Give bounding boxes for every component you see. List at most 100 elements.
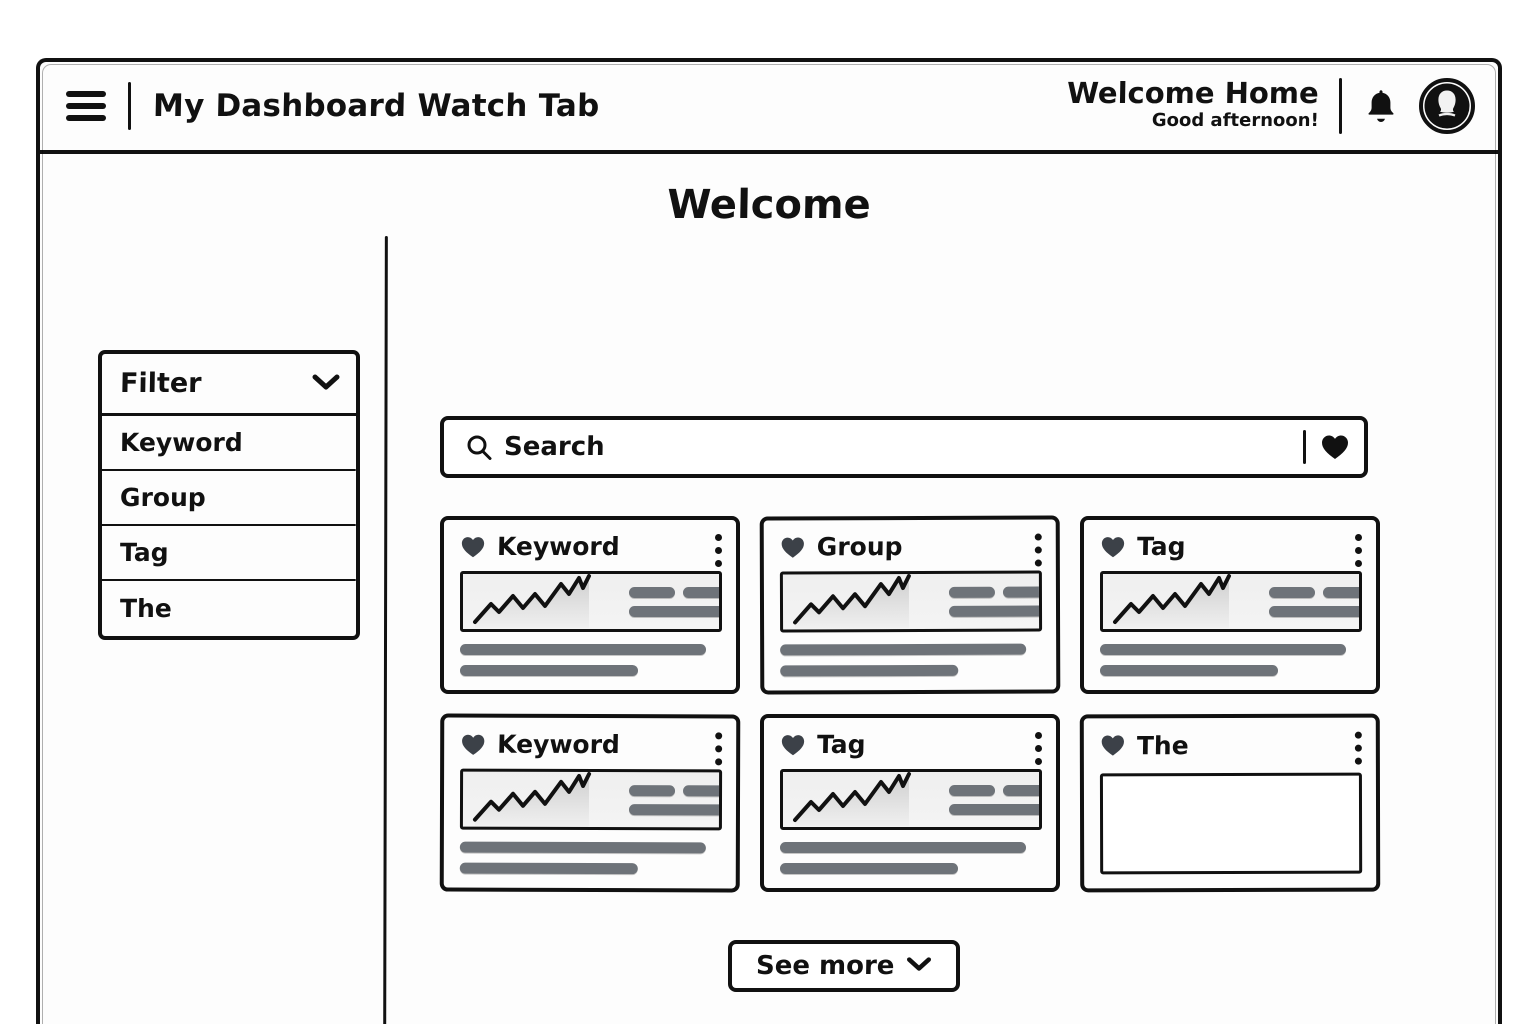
card-title: Tag: [816, 730, 866, 759]
more-vertical-icon[interactable]: [714, 534, 722, 567]
card-title: Keyword: [496, 729, 621, 760]
placeholder-bar: [1100, 665, 1278, 676]
header-right-group: Welcome Home Good afternoon!: [1067, 76, 1476, 135]
sidebar-item-group[interactable]: Group: [102, 471, 356, 526]
dashboard-card[interactable]: Tag: [760, 714, 1060, 892]
heart-icon[interactable]: [1100, 535, 1126, 559]
placeholder-line-row: [949, 604, 1043, 617]
sidebar-item-the[interactable]: The: [102, 581, 356, 636]
placeholder-bar: [460, 644, 706, 655]
bell-icon[interactable]: [1364, 86, 1398, 126]
column-divider: [383, 235, 388, 1024]
placeholder-bar: [683, 784, 723, 797]
menu-dot: [1354, 547, 1362, 554]
menu-dot: [714, 547, 722, 554]
more-vertical-icon[interactable]: [1034, 533, 1042, 567]
app-window: My Dashboard Watch Tab Welcome Home Good…: [36, 58, 1502, 1024]
menu-dot: [1354, 560, 1362, 567]
filter-header[interactable]: Filter: [102, 354, 356, 416]
heart-icon[interactable]: [460, 732, 486, 756]
sparkline-chart: [472, 771, 592, 826]
placeholder-bar: [780, 664, 959, 677]
search-input[interactable]: Search: [503, 432, 605, 462]
card-media-placeholder-lines: [941, 585, 1043, 617]
placeholder-line-row: [628, 803, 723, 815]
card-title: Keyword: [496, 532, 620, 561]
placeholder-bar: [949, 784, 995, 796]
hamburger-menu-icon[interactable]: [66, 91, 106, 121]
placeholder-line-row: [949, 803, 1039, 815]
search-icon: [466, 434, 492, 460]
placeholder-bar: [780, 643, 1027, 656]
placeholder-bar: [460, 665, 638, 676]
card-header: Tag: [1100, 532, 1362, 561]
card-footer-lines: [460, 644, 722, 676]
placeholder-bar: [1323, 586, 1359, 598]
sidebar-item-label: Group: [119, 483, 206, 512]
sidebar-item-label: Keyword: [119, 428, 243, 457]
header-divider: [128, 82, 131, 130]
placeholder-bar: [949, 604, 1043, 617]
placeholder-line-row: [949, 784, 1039, 796]
placeholder-bar: [780, 863, 958, 874]
more-vertical-icon[interactable]: [714, 732, 722, 766]
card-media: [779, 570, 1043, 633]
card-title: Tag: [1136, 532, 1186, 561]
sidebar-item-keyword[interactable]: Keyword: [102, 416, 356, 471]
dashboard-card[interactable]: Keyword: [439, 713, 741, 893]
placeholder-bar: [780, 842, 1026, 853]
filter-header-label: Filter: [119, 368, 202, 399]
menu-dot: [1354, 744, 1362, 752]
avatar-icon[interactable]: [1418, 77, 1476, 135]
card-header: Keyword: [460, 532, 722, 561]
hamburger-bar: [66, 103, 106, 109]
placeholder-bar: [1003, 784, 1039, 796]
search-bar[interactable]: Search: [440, 416, 1368, 478]
dashboard-card[interactable]: Group: [759, 515, 1061, 695]
sparkline-chart: [793, 772, 911, 826]
menu-dot: [714, 745, 722, 753]
header-left-group: My Dashboard Watch Tab: [66, 82, 600, 130]
page-body: Welcome Filter Keyword Group: [40, 154, 1498, 1024]
card-title: The: [1136, 730, 1189, 761]
app-title: My Dashboard Watch Tab: [152, 88, 600, 124]
card-header: The: [1100, 730, 1362, 761]
see-more-label: See more: [755, 951, 895, 981]
heart-icon[interactable]: [1100, 734, 1126, 758]
sparkline-chart: [473, 574, 591, 628]
header-divider-right: [1339, 78, 1342, 134]
heart-icon[interactable]: [1320, 433, 1350, 461]
see-more-button[interactable]: See more: [728, 940, 960, 992]
sidebar-item-tag[interactable]: Tag: [102, 526, 356, 581]
menu-dot: [714, 560, 722, 567]
more-vertical-icon[interactable]: [1034, 732, 1042, 765]
card-footer-lines: [459, 841, 722, 875]
chevron-down-icon: [312, 373, 340, 395]
card-media-placeholder-lines: [621, 586, 719, 617]
menu-dot: [714, 758, 722, 766]
placeholder-line-row: [1269, 586, 1359, 598]
hamburger-bar: [66, 91, 106, 97]
heart-icon[interactable]: [460, 535, 486, 559]
page-title: Welcome: [666, 182, 872, 228]
search-divider: [1303, 430, 1306, 464]
placeholder-bar: [948, 586, 995, 598]
menu-dot: [1354, 534, 1362, 541]
more-vertical-icon[interactable]: [1354, 731, 1362, 765]
menu-dot: [1034, 732, 1042, 739]
greeting-block: Welcome Home Good afternoon!: [1067, 76, 1339, 133]
hamburger-bar: [66, 115, 106, 121]
heart-icon[interactable]: [780, 535, 806, 559]
heart-icon[interactable]: [780, 733, 806, 757]
card-header: Group: [780, 532, 1042, 562]
dashboard-card[interactable]: Tag: [1080, 516, 1380, 694]
menu-dot: [1034, 533, 1042, 541]
placeholder-line-row: [629, 586, 719, 598]
placeholder-bar: [683, 586, 719, 598]
dashboard-card[interactable]: The: [1079, 713, 1381, 893]
placeholder-bar: [1100, 644, 1346, 655]
card-footer-lines: [780, 643, 1042, 677]
more-vertical-icon[interactable]: [1354, 534, 1362, 567]
dashboard-card[interactable]: Keyword: [440, 516, 740, 694]
